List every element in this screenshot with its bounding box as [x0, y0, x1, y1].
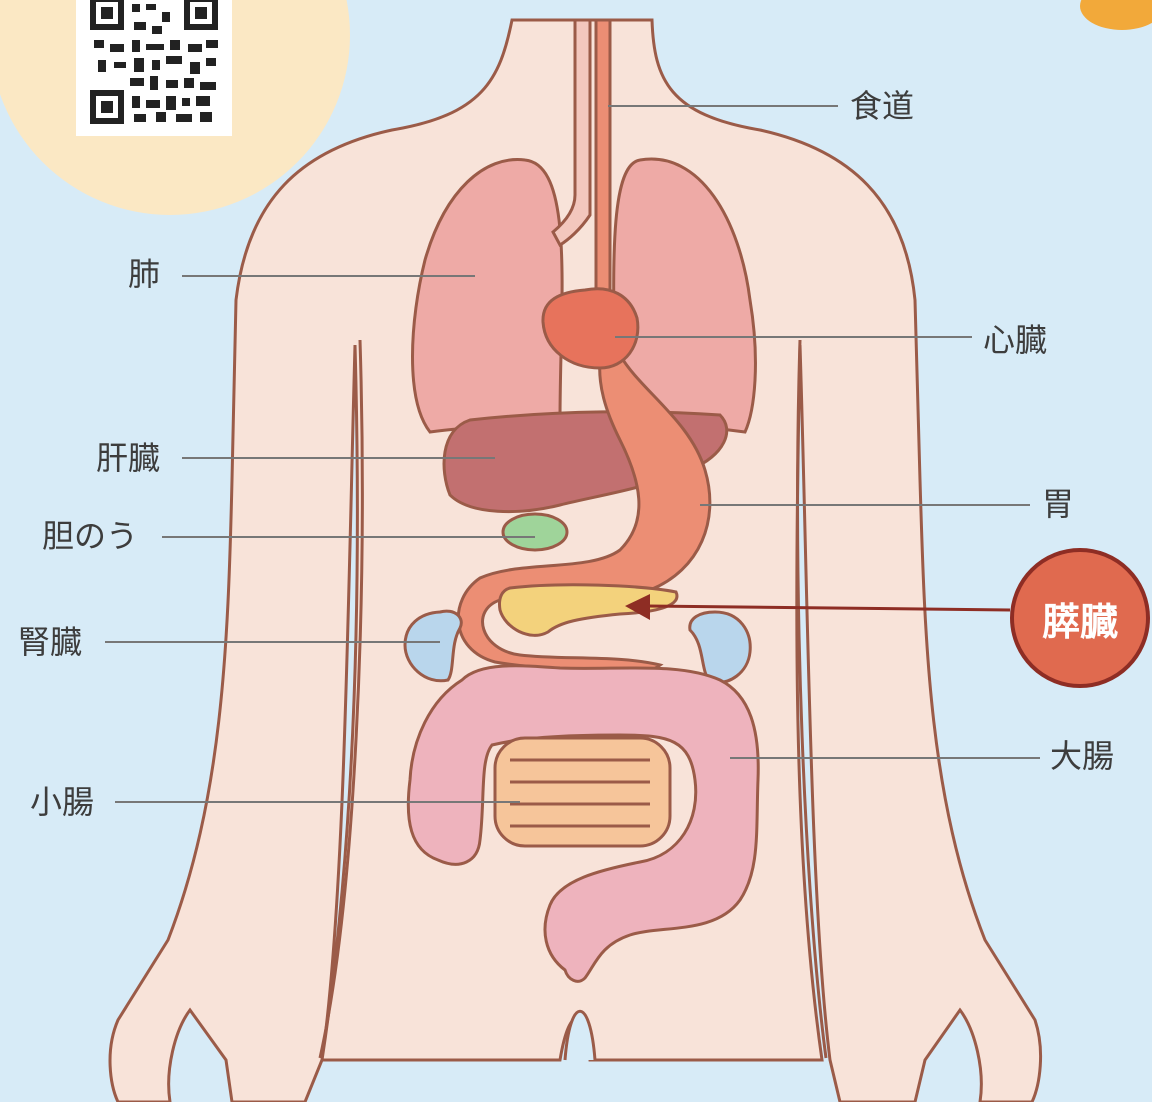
- label-heart: 心臓: [983, 324, 1047, 356]
- label-small-intestine: 小腸: [30, 786, 94, 818]
- label-kidney: 腎臓: [18, 626, 82, 658]
- label-gallbladder: 胆のう: [42, 520, 138, 552]
- esophagus: [596, 20, 610, 290]
- label-large-intestine: 大腸: [1050, 740, 1114, 772]
- label-lung: 肺: [128, 258, 160, 290]
- label-esophagus: 食道: [850, 90, 914, 122]
- label-pancreas: 膵臓: [1042, 591, 1118, 646]
- small-intestine: [495, 738, 670, 846]
- gallbladder: [503, 514, 567, 550]
- label-stomach: 胃: [1042, 488, 1074, 520]
- pancreas-callout: 膵臓: [1010, 548, 1150, 688]
- label-liver: 肝臓: [96, 442, 160, 474]
- decorative-blob: [1080, 0, 1152, 30]
